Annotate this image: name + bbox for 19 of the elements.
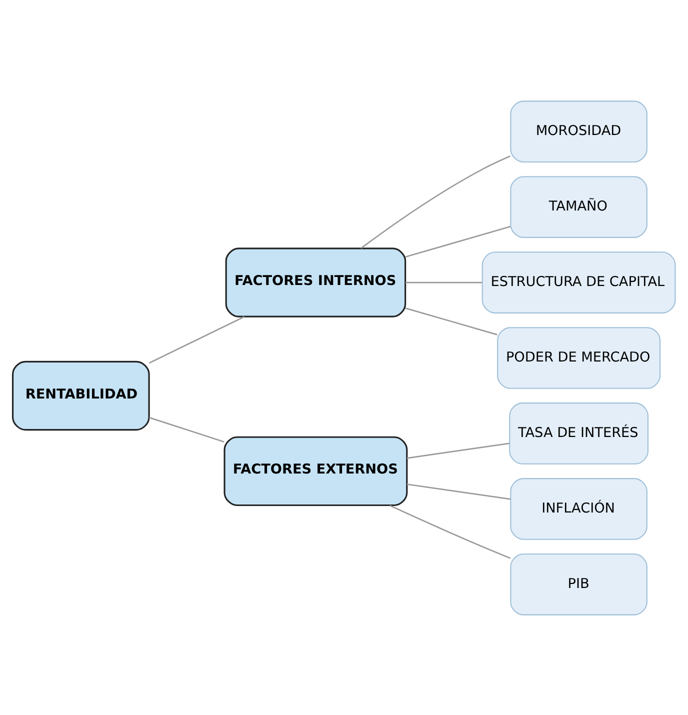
node-box: TAMAÑO xyxy=(510,176,648,238)
connector xyxy=(405,281,482,283)
node-box: TASA DE INTERÉS xyxy=(509,402,648,464)
connector xyxy=(405,225,510,258)
connector xyxy=(148,316,245,364)
connector xyxy=(406,442,510,458)
node-box: ESTRUCTURA DE CAPITAL xyxy=(482,251,676,313)
connector xyxy=(389,504,511,558)
node-box: INFLACIÓN xyxy=(510,478,648,540)
node-box: RENTABILIDAD xyxy=(12,360,150,430)
node-box: FACTORES EXTERNOS xyxy=(224,436,408,506)
connector xyxy=(149,416,224,442)
node-box: MOROSIDAD xyxy=(510,100,648,162)
connector xyxy=(360,155,510,248)
connector xyxy=(405,307,498,335)
node-box: FACTORES INTERNOS xyxy=(225,247,406,317)
connector xyxy=(406,483,511,500)
node-box: PODER DE MERCADO xyxy=(497,326,661,388)
node-box: PIB xyxy=(510,552,648,615)
